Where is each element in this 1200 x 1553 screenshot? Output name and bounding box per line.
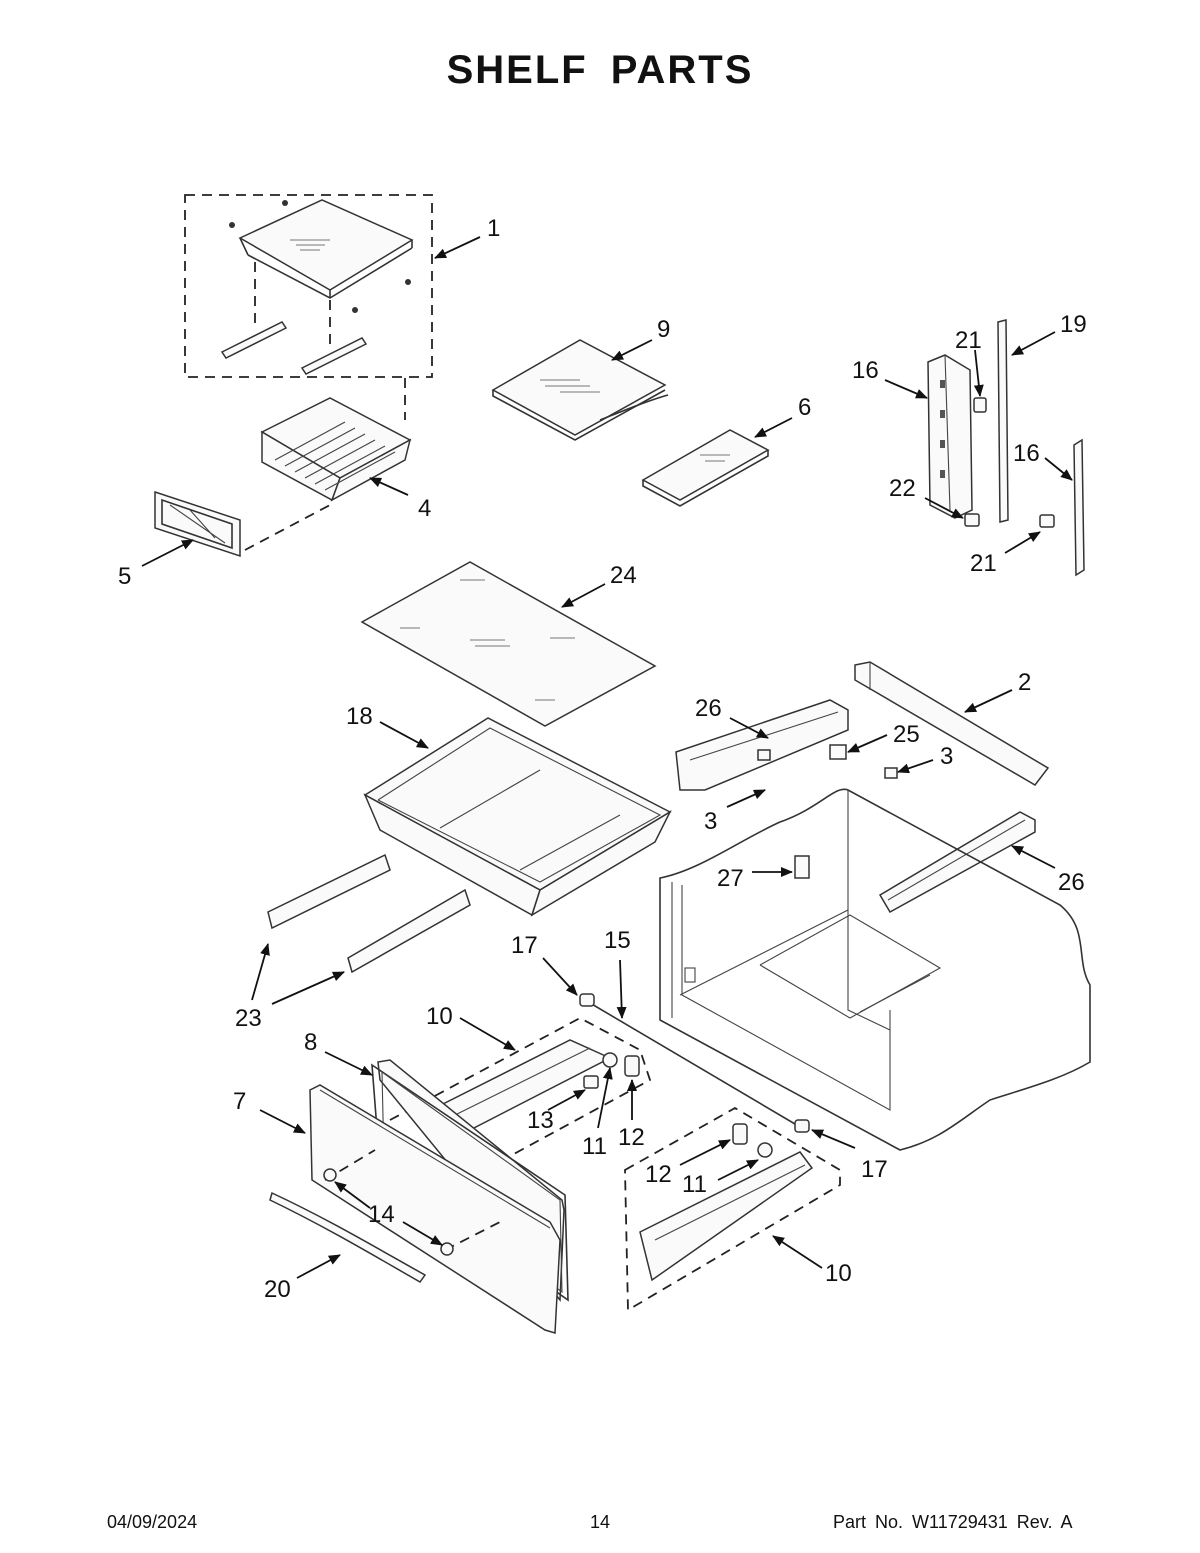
- part-1-shelf-assembly: [184, 194, 433, 420]
- refrigerator-liner: [659, 788, 1091, 1151]
- callout-27: 27: [717, 865, 744, 892]
- callout-6: 6: [798, 394, 811, 421]
- callout-16-left: 16: [852, 357, 879, 384]
- callout-21-upper: 21: [955, 327, 982, 354]
- callout-10-left: 10: [426, 1003, 453, 1030]
- part-19-rail-strip: [997, 319, 1009, 523]
- part-24-crisper-cover: [360, 561, 657, 727]
- callout-21-lower: 21: [970, 550, 997, 577]
- footer-date: 04/09/2024: [107, 1512, 198, 1532]
- callout-2: 2: [1018, 669, 1031, 696]
- part-13-screw: [583, 1075, 599, 1089]
- footer-page-number: 14: [590, 1512, 611, 1532]
- part-2-crossbar: [854, 661, 1050, 786]
- callout-11-right: 11: [682, 1171, 707, 1198]
- callout-18: 18: [346, 703, 373, 730]
- callout-26-upper: 26: [695, 695, 722, 722]
- callout-17-upper: 17: [511, 932, 538, 959]
- footer-part-number: Part No. W11729431 Rev. A: [833, 1512, 1073, 1532]
- part-6-small-shelf: [641, 429, 770, 507]
- callout-4: 4: [418, 495, 431, 522]
- callout-22: 22: [889, 475, 916, 502]
- part-26-slide-rail-right: [878, 811, 1036, 914]
- callout-labels: 1 2 3 3 4 5 6 7 8 9 10 10 11 11 12 12 13…: [118, 215, 1087, 1303]
- callout-17-lower: 17: [861, 1156, 888, 1183]
- part-14-screw: [323, 1168, 454, 1256]
- part-23-divider: [267, 853, 471, 974]
- part-3-screw: [757, 749, 898, 779]
- page-title: SHELF PARTS: [446, 48, 754, 92]
- callout-23: 23: [235, 1005, 262, 1032]
- part-15-axle: [589, 1002, 796, 1125]
- callout-26-lower: 26: [1058, 869, 1085, 896]
- part-16-shelf-rail-right: [1073, 438, 1085, 577]
- part-5-drawer-front: [154, 490, 331, 558]
- callout-11-left: 11: [582, 1133, 607, 1160]
- part-17-bushing: [579, 993, 810, 1133]
- callout-7: 7: [233, 1088, 246, 1115]
- part-11-roller: [602, 1052, 773, 1158]
- callout-1: 1: [487, 215, 500, 242]
- part-10-slide-assembly-right: [624, 1106, 841, 1312]
- callout-16-right: 16: [1013, 440, 1040, 467]
- part-22-screw: [964, 513, 980, 527]
- part-21-screw: [973, 397, 1055, 528]
- part-4-pantry-drawer: [260, 397, 412, 502]
- callout-20: 20: [264, 1276, 291, 1303]
- part-25-clip: [829, 744, 847, 760]
- part-12-cam: [624, 1055, 748, 1145]
- callout-24: 24: [610, 562, 637, 589]
- part-9-glass-shelf: [491, 339, 669, 441]
- callout-15: 15: [604, 927, 631, 954]
- callout-5: 5: [118, 563, 131, 590]
- part-18-crisper-drawer: [363, 717, 672, 917]
- part-27-bracket: [794, 855, 810, 879]
- callout-14: 14: [368, 1201, 395, 1228]
- part-16-shelf-rail-left: [927, 354, 973, 519]
- callout-9: 9: [657, 316, 670, 343]
- callout-25: 25: [893, 721, 920, 748]
- callout-12-left: 12: [618, 1124, 645, 1151]
- callout-3-upper: 3: [940, 743, 953, 770]
- part-20-handle: [269, 1191, 427, 1283]
- callout-10-right: 10: [825, 1260, 852, 1287]
- callout-8: 8: [304, 1029, 317, 1056]
- callout-12-right: 12: [645, 1161, 672, 1188]
- callout-13: 13: [527, 1107, 554, 1134]
- callout-19: 19: [1060, 311, 1087, 338]
- callout-3-lower: 3: [704, 808, 717, 835]
